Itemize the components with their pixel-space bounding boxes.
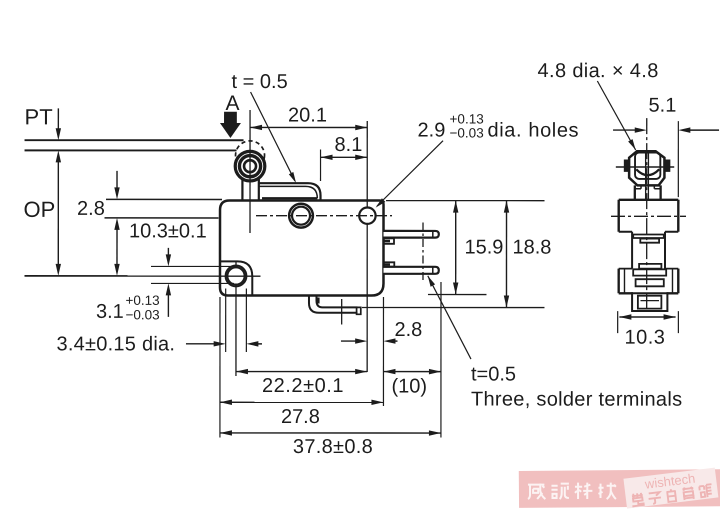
svg-text:−0.03: −0.03	[125, 307, 159, 322]
svg-text:2.8: 2.8	[394, 319, 422, 341]
svg-text:OP: OP	[24, 197, 56, 222]
svg-text:(10): (10)	[391, 376, 427, 398]
svg-text:2.9: 2.9	[418, 120, 446, 142]
svg-text:18.8: 18.8	[512, 237, 551, 259]
svg-text:8.1: 8.1	[335, 134, 363, 156]
svg-text:dia. holes: dia. holes	[488, 120, 580, 142]
svg-text:+0.13: +0.13	[125, 293, 159, 308]
svg-text:3.4±0.15 dia.: 3.4±0.15 dia.	[56, 333, 175, 355]
svg-text:A: A	[226, 92, 240, 115]
svg-text:Three, solder terminals: Three, solder terminals	[471, 389, 682, 411]
svg-text:t=0.5: t=0.5	[471, 364, 516, 386]
svg-text:PT: PT	[25, 104, 53, 129]
svg-text:wishtech: wishtech	[643, 471, 696, 492]
svg-text:10.3: 10.3	[624, 327, 665, 349]
svg-text:5.1: 5.1	[649, 95, 677, 117]
svg-text:37.8±0.8: 37.8±0.8	[293, 436, 373, 458]
svg-text:10.3±0.1: 10.3±0.1	[129, 220, 207, 242]
svg-text:t = 0.5: t = 0.5	[232, 71, 288, 93]
svg-text:+0.13: +0.13	[450, 112, 484, 127]
svg-text:27.8: 27.8	[281, 406, 320, 428]
svg-text:3.1: 3.1	[96, 301, 124, 323]
svg-text:20.1: 20.1	[288, 104, 327, 126]
svg-text:15.9: 15.9	[464, 237, 503, 259]
svg-text:2.8: 2.8	[77, 198, 105, 220]
svg-text:−0.03: −0.03	[450, 126, 484, 141]
svg-text:22.2±0.1: 22.2±0.1	[262, 375, 344, 397]
svg-text:4.8 dia. × 4.8: 4.8 dia. × 4.8	[538, 60, 659, 82]
